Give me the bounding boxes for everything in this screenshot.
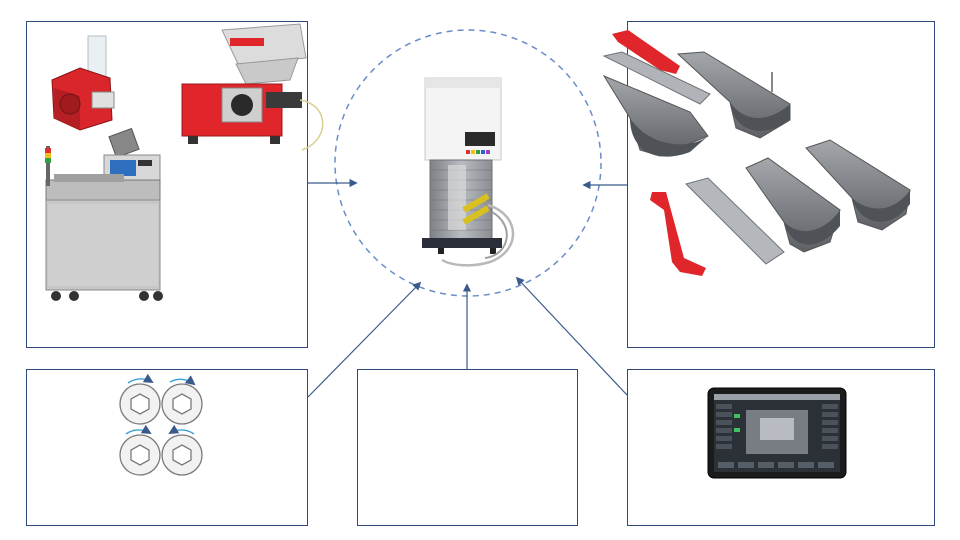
mould-parts-image [602, 30, 911, 276]
twin-screw-extruder-image [45, 127, 163, 301]
arrow-from-screw-geometry [307, 281, 422, 398]
connector-arrows [307, 178, 628, 398]
arrow-from-control-tablet [515, 276, 628, 396]
central-process-circle [334, 29, 602, 297]
rotation-direction-arrows [125, 373, 196, 435]
balance-feeder-image [181, 23, 324, 151]
machine-display-icon [465, 132, 495, 146]
gravimetric-feeder-red-image [51, 35, 115, 131]
control-tablet-image [707, 387, 847, 479]
twin-screw-geometry-icon [119, 383, 203, 476]
empty-panel [357, 369, 578, 526]
injection-machine-image [422, 77, 515, 267]
